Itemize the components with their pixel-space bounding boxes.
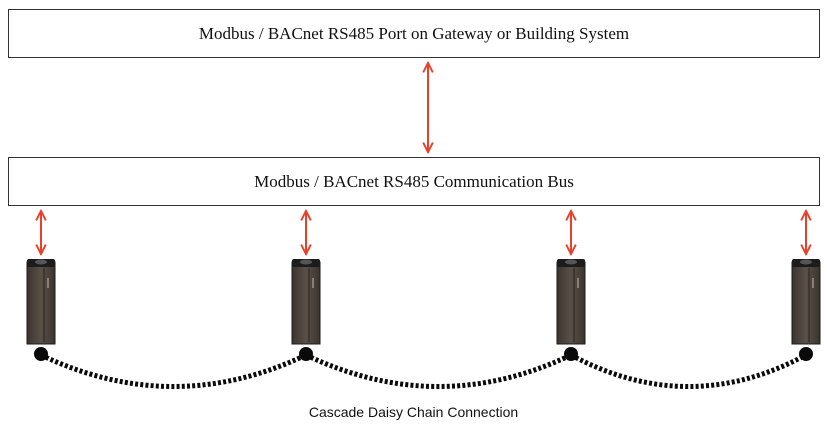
controller-unit <box>291 259 321 361</box>
unit-cabinet <box>26 261 56 345</box>
controller-unit <box>556 259 586 361</box>
communication-bus-label: Modbus / BACnet RS485 Communication Bus <box>254 171 574 191</box>
unit-top-vent <box>35 259 47 265</box>
unit-handle <box>577 278 579 288</box>
daisy-chain-link <box>39 352 308 389</box>
unit-handle <box>312 278 314 288</box>
daisy-chain-caption: Cascade Daisy Chain Connection <box>308 404 519 420</box>
communication-bus-box: Modbus / BACnet RS485 Communication Bus <box>8 157 820 206</box>
daisy-chain-link <box>304 352 573 389</box>
unit-top-vent <box>800 259 812 265</box>
gateway-port-label: Modbus / BACnet RS485 Port on Gateway or… <box>198 23 630 43</box>
controller-unit <box>791 259 821 361</box>
unit-handle <box>47 278 49 288</box>
unit-top-vent <box>300 259 312 265</box>
chain-connection-node <box>799 347 813 361</box>
daisy-chain-link <box>569 352 808 389</box>
unit-cabinet <box>556 261 586 345</box>
chain-connection-node <box>299 347 313 361</box>
unit-cabinet <box>791 261 821 345</box>
unit-cabinet <box>291 261 321 345</box>
chain-connection-node <box>34 347 48 361</box>
unit-top-vent <box>565 259 577 265</box>
gateway-port-box: Modbus / BACnet RS485 Port on Gateway or… <box>8 9 820 58</box>
chain-connection-node <box>564 347 578 361</box>
unit-handle <box>812 278 814 288</box>
controller-unit <box>26 259 56 361</box>
